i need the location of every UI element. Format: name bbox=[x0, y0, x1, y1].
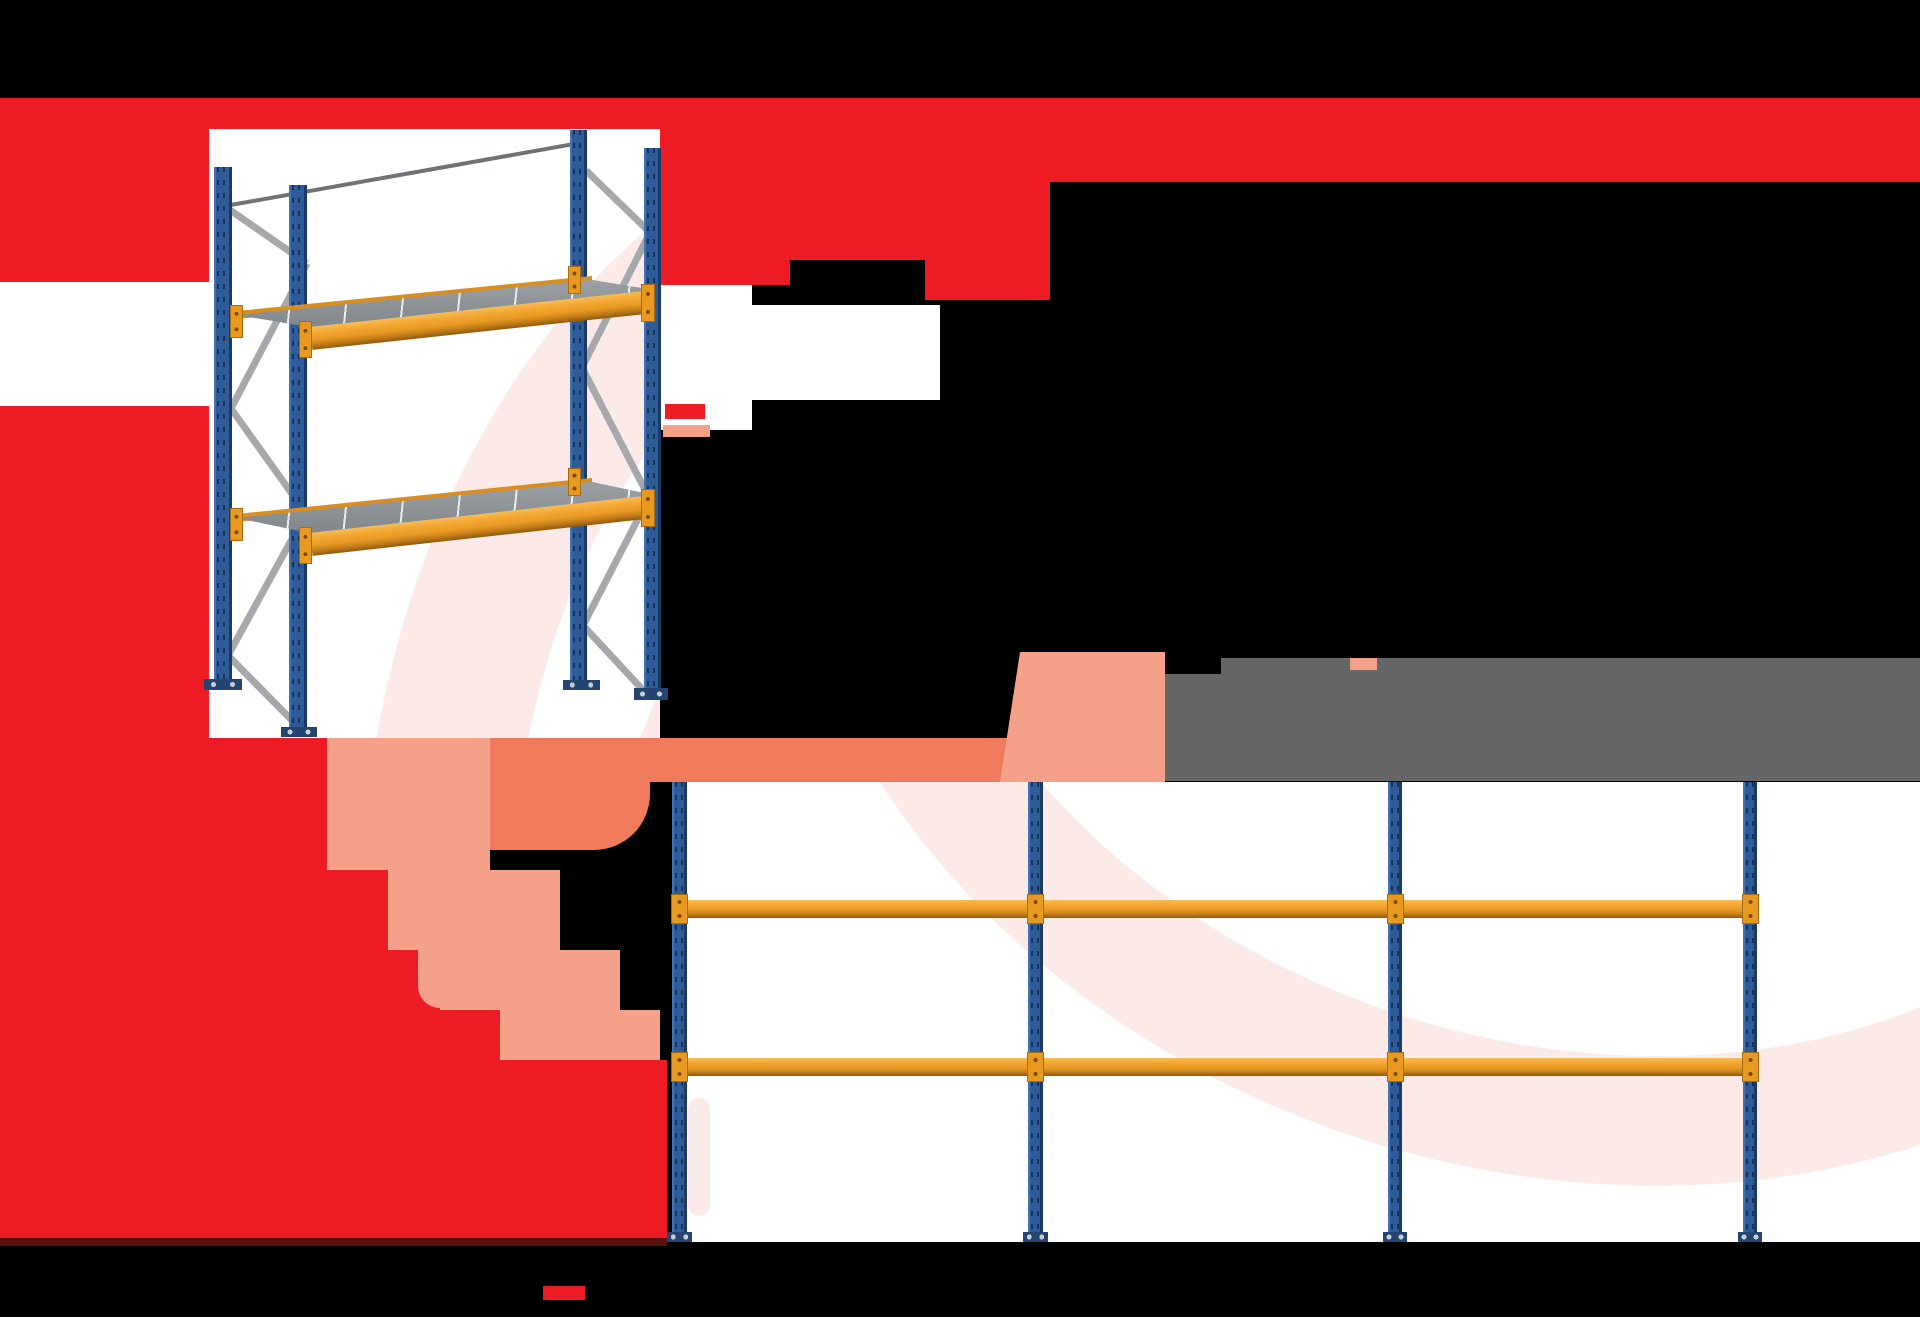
red-mass-1 bbox=[0, 738, 327, 870]
front-right-upright-foot bbox=[634, 688, 668, 700]
frame-beam-1-bracket-1 bbox=[671, 894, 688, 924]
frame-upright-4 bbox=[1743, 782, 1757, 1232]
frame-beam-1 bbox=[680, 900, 1757, 918]
red-mass-3 bbox=[0, 910, 407, 940]
gray-bar-notch bbox=[1165, 658, 1221, 674]
panel-swoosh-tip bbox=[688, 1098, 710, 1216]
frame-beam-1-bracket-2 bbox=[1027, 894, 1044, 924]
red-block-right bbox=[660, 98, 1050, 260]
salmon-sweep-1 bbox=[327, 738, 490, 870]
white-stripe-left bbox=[0, 282, 209, 406]
shelf-1-bracket-3 bbox=[568, 266, 581, 294]
shelf-1-bracket-1 bbox=[230, 305, 243, 338]
frame-beam-1-bracket-4 bbox=[1741, 894, 1759, 924]
frame-beam-2-bracket-2 bbox=[1027, 1052, 1044, 1082]
red-mass-6 bbox=[0, 1008, 575, 1060]
salmon-sweep-3 bbox=[440, 950, 620, 1010]
red-mass-7 bbox=[0, 1060, 667, 1238]
frame-beam-2-bracket-4 bbox=[1741, 1052, 1759, 1082]
salmon-chip bbox=[663, 425, 710, 437]
frame-upright-2-foot bbox=[1023, 1232, 1048, 1242]
shelf-2-bracket-4 bbox=[641, 489, 655, 527]
red-step-b bbox=[925, 260, 1050, 300]
frame-beam-1-bracket-3 bbox=[1386, 894, 1404, 924]
red-mass-2 bbox=[0, 870, 388, 910]
shelf-2-bracket-1 bbox=[230, 508, 243, 541]
drawing-panel bbox=[672, 782, 1920, 1242]
front-left-upright-foot bbox=[281, 727, 317, 737]
salmon-sweep-4 bbox=[500, 1010, 660, 1060]
shelf-1-bracket-4 bbox=[641, 284, 655, 322]
salmon-sweep-2 bbox=[388, 870, 560, 950]
red-left-column-2 bbox=[0, 406, 209, 738]
frame-upright-1-foot bbox=[667, 1232, 692, 1242]
frame-upright-3 bbox=[1388, 782, 1402, 1232]
frame-beam-2-bracket-1 bbox=[671, 1052, 688, 1082]
shelf-1-bracket-2 bbox=[299, 321, 312, 358]
red-dash bbox=[543, 1286, 585, 1300]
frame-beam-2-bracket-3 bbox=[1386, 1052, 1404, 1082]
white-patch-2 bbox=[660, 305, 940, 400]
frame-upright-1 bbox=[672, 782, 687, 1232]
red-chip bbox=[665, 404, 705, 419]
salmon-rise bbox=[1000, 652, 1165, 782]
frame-upright-2 bbox=[1028, 782, 1043, 1232]
salmon-tab bbox=[1350, 658, 1377, 670]
gray-bar bbox=[1165, 658, 1920, 781]
red-mass-4 bbox=[0, 940, 423, 950]
red-step-a bbox=[660, 260, 790, 285]
shelf-2-bracket-3 bbox=[568, 468, 581, 496]
rear-right-upright-foot bbox=[563, 680, 600, 690]
red-bottom-edge bbox=[0, 1238, 667, 1246]
frame-upright-3-foot bbox=[1383, 1232, 1407, 1242]
coral-band bbox=[490, 738, 1040, 782]
red-left-column bbox=[0, 98, 209, 282]
shelf-2-bracket-2 bbox=[299, 527, 312, 564]
rear-left-upright bbox=[214, 167, 232, 690]
rear-left-upright-foot bbox=[204, 679, 242, 690]
frame-beam-2 bbox=[680, 1058, 1757, 1076]
frame-upright-4-foot bbox=[1738, 1232, 1762, 1242]
coral-curve bbox=[490, 782, 650, 850]
